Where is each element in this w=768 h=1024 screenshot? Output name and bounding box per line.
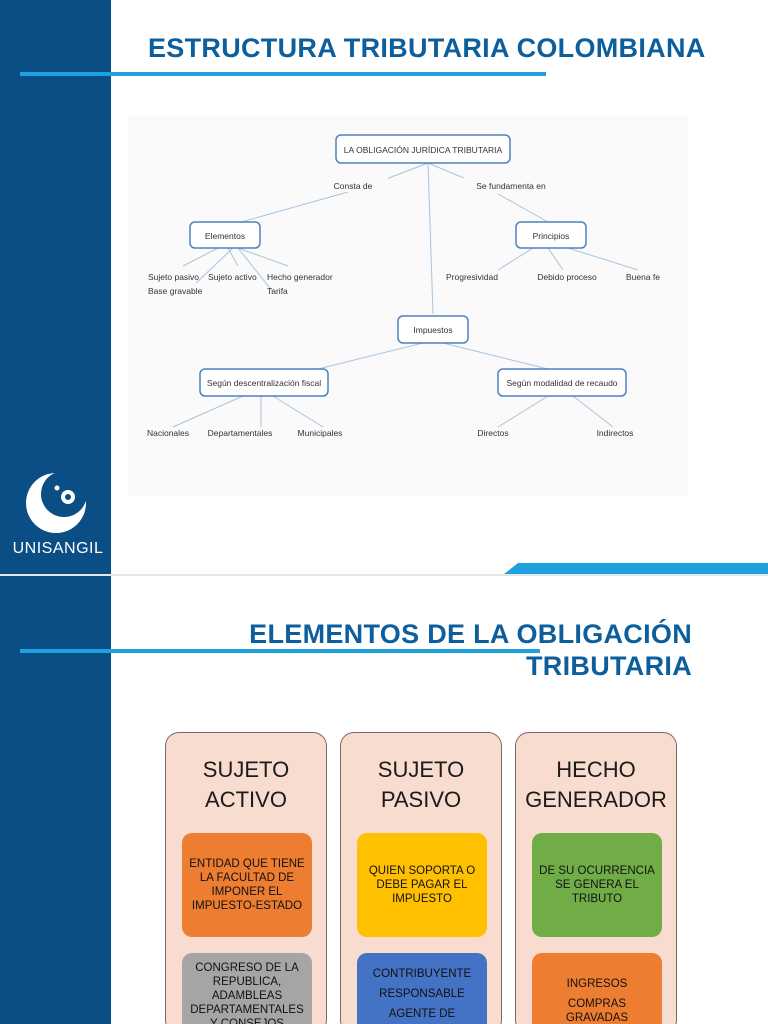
node-principios: Principios <box>533 231 570 241</box>
leaf-nacionales: Nacionales <box>147 428 189 438</box>
examples-box: CONTRIBUYENTE RESPONSABLE AGENTE DE <box>357 953 487 1024</box>
node-impuestos: Impuestos <box>413 325 452 335</box>
examples-item: AGENTE DE <box>388 1008 456 1020</box>
slide-title: ESTRUCTURA TRIBUTARIA COLOMBIANA <box>148 33 706 63</box>
link-consta: Consta de <box>334 181 373 191</box>
concept-map: LA OBLIGACIÓN JURÍDICA TRIBUTARIA Consta… <box>128 116 688 496</box>
link-fundamenta: Se fundamenta en <box>476 181 546 191</box>
definition-box: QUIEN SOPORTA O DEBE PAGAR EL IMPUESTO <box>357 833 487 937</box>
slide-estructura: ESTRUCTURA TRIBUTARIA COLOMBIANA UNISANG… <box>0 0 768 574</box>
sidebar <box>0 576 111 1024</box>
definition-box: ENTIDAD QUE TIENE LA FACULTAD DE IMPONER… <box>182 833 312 937</box>
column-heading: SUJETO PASIVO <box>377 757 465 812</box>
column-sujeto-pasivo: SUJETO PASIVO QUIEN SOPORTA O DEBE PAGAR… <box>340 732 502 1024</box>
node-modalidad: Según modalidad de recaudo <box>506 378 617 388</box>
leaf-municipales: Municipales <box>298 428 343 438</box>
leaf-sujeto-activo: Sujeto activo <box>208 272 257 282</box>
unisangil-logo: UNISANGIL <box>8 470 108 557</box>
definition-box: DE SU OCURRENCIA SE GENERA EL TRIBUTO <box>532 833 662 937</box>
accent-stripe <box>504 563 768 574</box>
slide-title-line1: ELEMENTOS DE LA OBLIGACIÓN <box>249 619 692 649</box>
node-elementos: Elementos <box>205 231 245 241</box>
leaf-tarifa: Tarifa <box>267 286 288 296</box>
examples-item: COMPRAS GRAVADAS <box>565 998 629 1024</box>
node-descentralizacion: Según descentralización fiscal <box>207 378 321 388</box>
leaf-sujeto-pasivo: Sujeto pasivo <box>148 272 199 282</box>
column-heading: SUJETO ACTIVO <box>202 757 290 812</box>
leaf-departamentales: Departamentales <box>208 428 273 438</box>
leaf-directos: Directos <box>477 428 508 438</box>
examples-box: CONGRESO DE LA REPUBLICA, ADAMBLEAS DEPA… <box>182 953 312 1024</box>
column-hecho-generador: HECHO GENERADOR DE SU OCURRENCIA SE GENE… <box>515 732 677 1024</box>
column-heading: HECHO GENERADOR <box>525 757 667 812</box>
leaf-buena-fe: Buena fe <box>626 272 660 282</box>
examples-item: INGRESOS <box>566 978 628 990</box>
slide-title-line2: TRIBUTARIA <box>526 651 692 681</box>
concept-map-diagram: LA OBLIGACIÓN JURÍDICA TRIBUTARIA Consta… <box>147 134 660 438</box>
title-underline <box>20 649 540 653</box>
slide-elementos: ELEMENTOS DE LA OBLIGACIÓN TRIBUTARIA SU… <box>0 576 768 1024</box>
examples-item: CONTRIBUYENTE <box>372 968 472 980</box>
leaf-indirectos: Indirectos <box>597 428 634 438</box>
leaf-progresividad: Progresividad <box>446 272 498 282</box>
logo-text: UNISANGIL <box>12 540 104 557</box>
leaf-debido-proceso: Debido proceso <box>537 272 597 282</box>
node-root: LA OBLIGACIÓN JURÍDICA TRIBUTARIA <box>344 145 503 155</box>
slide-title: ELEMENTOS DE LA OBLIGACIÓN TRIBUTARIA <box>249 618 692 682</box>
examples-item: RESPONSABLE <box>379 988 465 1000</box>
column-sujeto-activo: SUJETO ACTIVO ENTIDAD QUE TIENE LA FACUL… <box>165 732 327 1024</box>
title-underline <box>20 72 546 76</box>
leaf-base-gravable: Base gravable <box>148 286 203 296</box>
logo-mark-icon <box>26 471 87 533</box>
slide-separator <box>0 574 768 576</box>
leaf-hecho-generador: Hecho generador <box>267 272 333 282</box>
examples-box: INGRESOS COMPRAS GRAVADAS <box>532 953 662 1024</box>
